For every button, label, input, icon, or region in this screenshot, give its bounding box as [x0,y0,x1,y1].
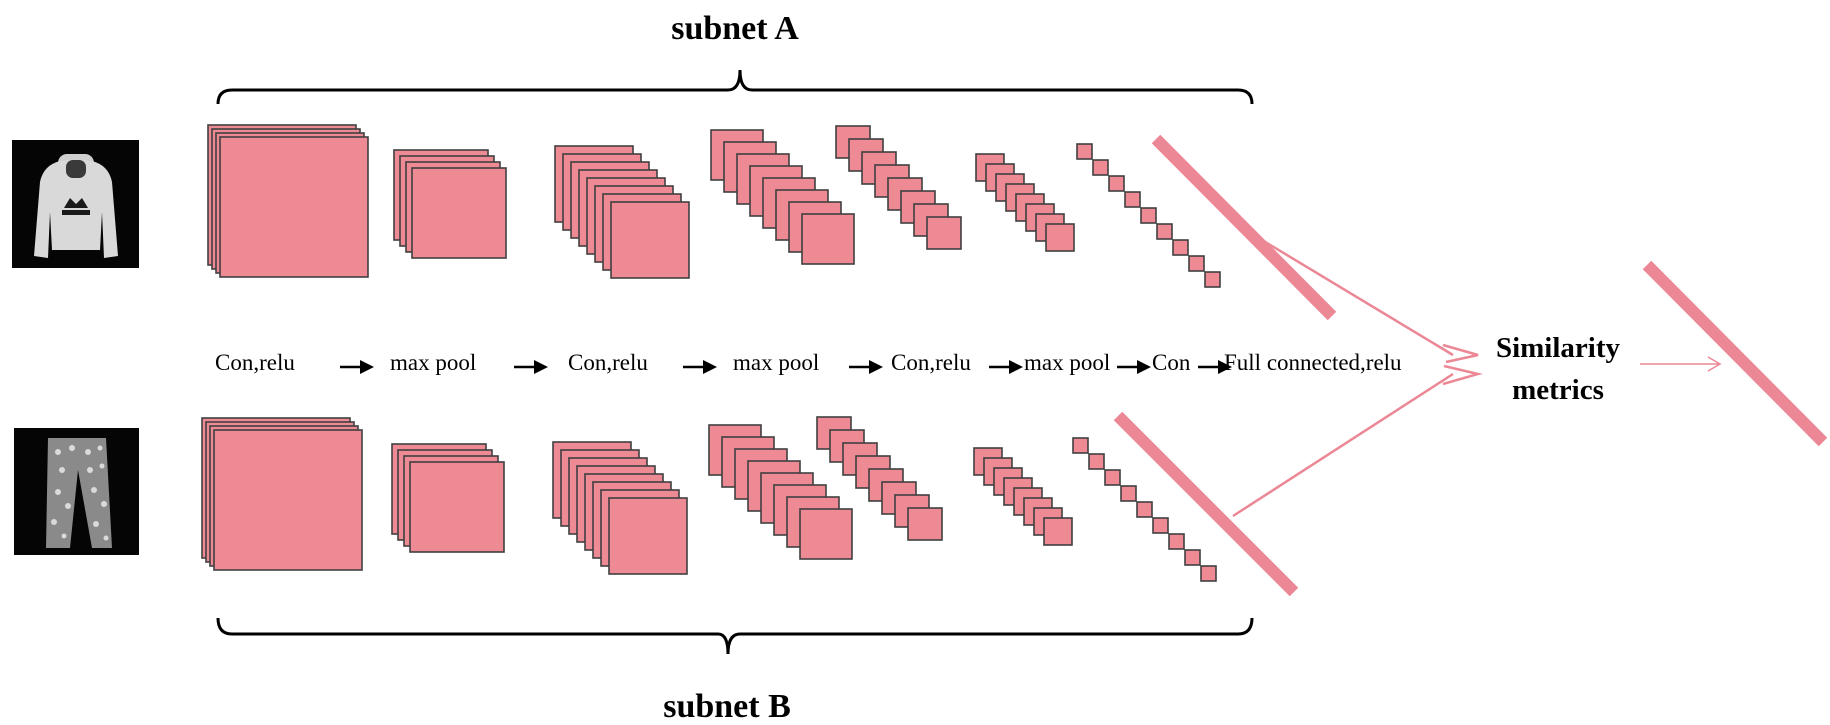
subnet-a-brace [216,69,1254,105]
conv4-map [1108,175,1125,192]
conv4-map [1156,223,1173,240]
conv1-map [213,429,363,571]
subnet-a-feature-maps [207,124,1221,288]
conv4-map [1092,159,1109,176]
stage-label-conv1: Con,relu [215,350,295,375]
stage-label-conv3: Con,relu [891,350,971,375]
subnet-a-title: subnet A [671,10,799,47]
subnet-a-fc-layer [1151,134,1337,321]
pipeline-arrows [340,360,1232,374]
conv4-map [1188,255,1205,272]
right-arrow-icon [869,360,883,374]
similarity-connectors [1232,238,1483,518]
similarity-label-line1: Similarity [1496,332,1621,364]
conv4-map [1072,437,1089,454]
stage-label-fc: Full connected,relu [1224,350,1402,375]
right-arrow-icon [534,360,548,374]
conv4-map [1136,501,1153,518]
stage-label-pool3: max pool [1024,350,1110,375]
trousers-thumbnail [14,428,139,555]
hoodie-thumbnail [12,140,139,268]
pool2-map [801,213,855,265]
pool1-map [409,461,505,553]
similarity-label-line2: metrics [1512,374,1604,406]
conv4-map [1124,191,1141,208]
stage-label-conv2: Con,relu [568,350,648,375]
subnet-b-title: subnet B [663,688,791,725]
subnet-b-fc-layer [1113,411,1299,597]
output-fc-layer [1642,260,1828,447]
conv4-map [1076,143,1093,160]
conv4-map [1204,271,1221,288]
conv4-map [1140,207,1157,224]
conv4-map [1200,565,1217,582]
stage-label-pool2: max pool [733,350,819,375]
stage-label-conv4: Con [1152,350,1191,375]
right-arrow-icon [1009,360,1023,374]
conv2-map [610,201,690,279]
conv4-map [1088,453,1105,470]
conv3-map [926,216,962,250]
conv4-map [1168,533,1185,550]
output-arrow [1640,356,1722,372]
conv4-map [1172,239,1189,256]
conv4-map [1184,549,1201,566]
conv1-map [219,136,369,278]
pool2-map [799,508,853,560]
right-arrow-icon [1137,360,1151,374]
conv4-map [1152,517,1169,534]
right-arrow-icon [703,360,717,374]
conv2-map [608,497,688,575]
conv4-map [1104,469,1121,486]
right-arrow-icon [360,360,374,374]
subnet-b-brace [216,617,1254,655]
subnet-b-feature-maps [201,416,1217,582]
stage-label-pool1: max pool [390,350,476,375]
pool3-map [1045,223,1075,252]
right-arrow-icon [1218,360,1232,374]
pool1-map [411,167,507,259]
pool3-map [1043,517,1073,546]
conv4-map [1120,485,1137,502]
conv3-map [907,507,943,541]
